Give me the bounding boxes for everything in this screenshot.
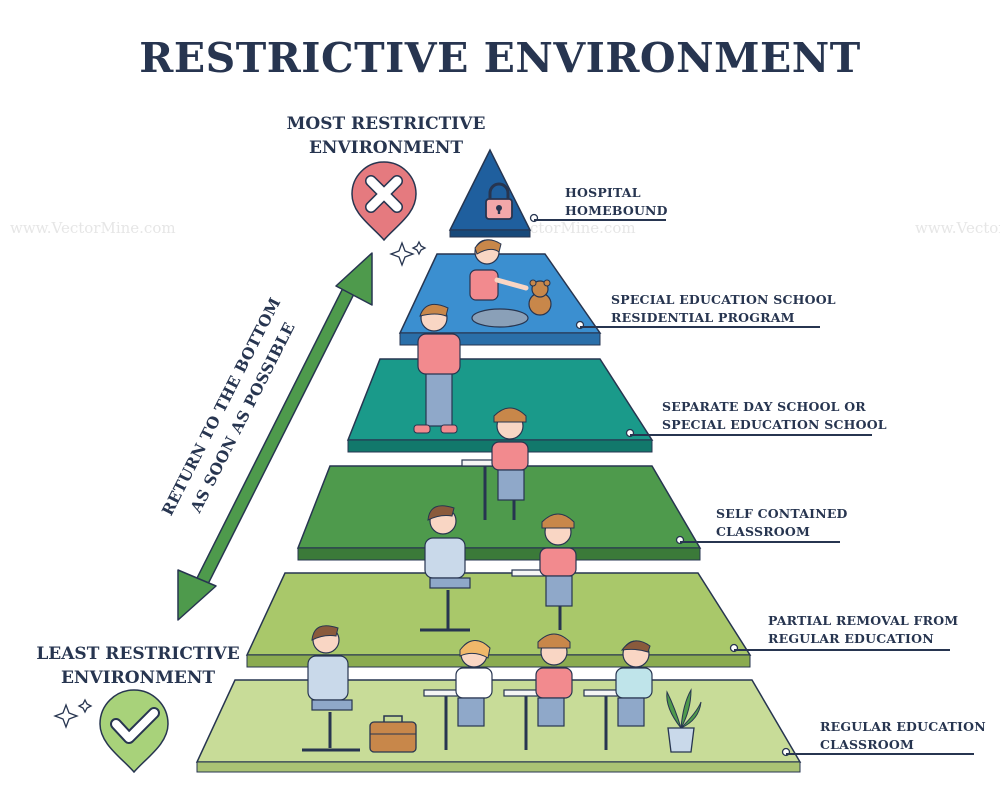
teacher-figure xyxy=(420,505,471,632)
level-2-rule xyxy=(580,326,820,328)
child-reading-figure xyxy=(469,239,529,328)
pyramid-level-4-base xyxy=(297,547,701,561)
watermark: www.VectorMine.com xyxy=(915,219,1000,237)
briefcase-icon xyxy=(369,715,417,753)
pyramid-level-6 xyxy=(195,679,802,763)
student-at-desk-figure xyxy=(461,407,529,520)
level-6-line-1: REGULAR EDUCATION xyxy=(820,719,986,734)
teacher-figure xyxy=(302,625,360,752)
level-5-line-2: REGULAR EDUCATION xyxy=(768,631,934,646)
double-arrow-icon xyxy=(177,252,373,621)
standing-child-figure xyxy=(413,303,461,434)
level-3-rule xyxy=(630,434,872,436)
level-3-line-2: SPECIAL EDUCATION SCHOOL xyxy=(662,417,887,432)
level-4-rule xyxy=(680,541,840,543)
student-at-desk-figure xyxy=(583,640,653,750)
level-label-self-contained: SELF CONTAINED CLASSROOM xyxy=(716,505,848,541)
most-restrictive-line-1: MOST RESTRICTIVE xyxy=(286,114,486,134)
level-5-rule xyxy=(734,649,950,651)
pyramid-level-6-base xyxy=(196,761,801,773)
padlock-icon xyxy=(485,182,513,220)
student-at-desk-figure xyxy=(423,640,493,750)
level-2-line-1: SPECIAL EDUCATION SCHOOL xyxy=(611,292,836,307)
level-3-line-1: SEPARATE DAY SCHOOL OR xyxy=(662,399,866,414)
level-6-rule xyxy=(786,753,974,755)
level-1-rule xyxy=(534,219,666,221)
level-label-regular: REGULAR EDUCATION CLASSROOM xyxy=(820,718,986,754)
level-label-partial-removal: PARTIAL REMOVAL FROM REGULAR EDUCATION xyxy=(768,612,958,648)
checkmark-pin-icon xyxy=(99,689,169,774)
watermark: www.VectorMine.com xyxy=(10,219,176,237)
level-1-line-2: HOMEBOUND xyxy=(565,203,668,218)
level-4-line-1: SELF CONTAINED xyxy=(716,506,848,521)
sparkle-icon xyxy=(389,240,427,267)
plant-icon xyxy=(666,688,702,753)
least-restrictive-line-2: ENVIRONMENT xyxy=(60,668,216,688)
student-at-desk-figure xyxy=(503,633,573,750)
level-5-line-1: PARTIAL REMOVAL FROM xyxy=(768,613,959,628)
level-2-line-2: RESIDENTIAL PROGRAM xyxy=(611,310,795,325)
pyramid-level-1-base xyxy=(449,229,531,238)
page-title: RESTRICTIVE ENVIRONMENT xyxy=(139,34,861,82)
sparkle-icon xyxy=(53,698,93,729)
least-restrictive-line-1: LEAST RESTRICTIVE xyxy=(36,644,240,664)
student-at-desk-figure xyxy=(511,513,577,630)
level-4-line-2: CLASSROOM xyxy=(716,524,811,539)
x-mark-pin-icon xyxy=(351,161,417,242)
level-6-line-2: CLASSROOM xyxy=(820,737,915,752)
most-restrictive-line-2: ENVIRONMENT xyxy=(308,138,464,158)
level-label-day-school: SEPARATE DAY SCHOOL OR SPECIAL EDUCATION… xyxy=(662,398,887,434)
level-label-residential: SPECIAL EDUCATION SCHOOL RESIDENTIAL PRO… xyxy=(611,291,836,327)
most-restrictive-label: MOST RESTRICTIVE ENVIRONMENT xyxy=(266,112,506,160)
level-label-hospital: HOSPITAL HOMEBOUND xyxy=(565,184,668,220)
least-restrictive-label: LEAST RESTRICTIVE ENVIRONMENT xyxy=(18,642,258,690)
level-1-line-1: HOSPITAL xyxy=(565,185,641,200)
teddy-bear-icon xyxy=(528,279,552,316)
